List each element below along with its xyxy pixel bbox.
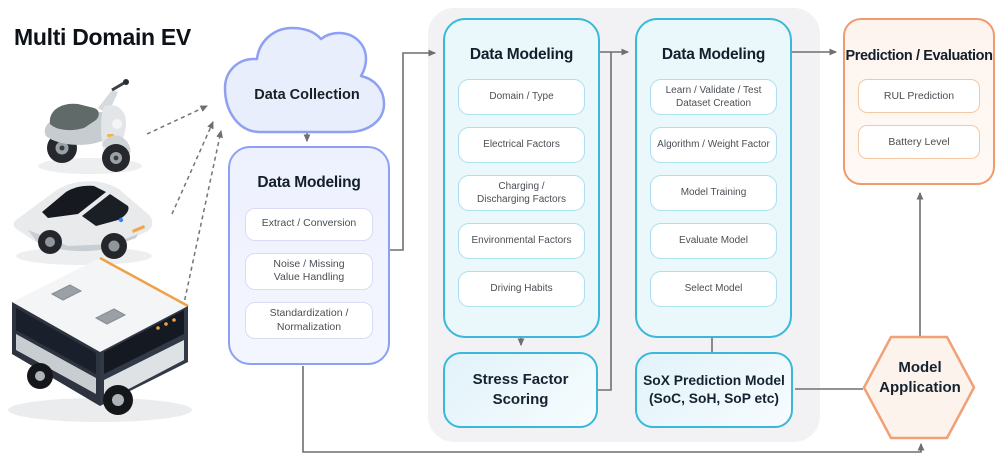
preprocess-steps: Extract / Conversion Noise / Missing Val… (245, 207, 373, 340)
step-extract-conversion: Extract / Conversion (245, 207, 373, 241)
node-stress-factor-scoring: Stress Factor Scoring (443, 352, 598, 428)
data-collection-label: Data Collection (254, 87, 360, 103)
node-sox-prediction-model: SoX Prediction Model (SoC, SoH, SoP etc) (635, 352, 793, 428)
output-battery-level: Battery Level (858, 125, 980, 160)
step-driving-habits: Driving Habits (458, 270, 585, 307)
step-select-model: Select Model (650, 270, 777, 307)
feature-modeling-steps: Domain / Type Electrical Factors Chargin… (458, 78, 585, 307)
node-prediction-evaluation: Prediction / Evaluation RUL Prediction B… (843, 18, 995, 185)
dashed-arrow-car-to-collection (171, 120, 214, 215)
page-title: Multi Domain EV (14, 24, 191, 50)
training-modeling-title: Data Modeling (661, 46, 766, 63)
step-environmental-factors: Environmental Factors (458, 222, 585, 259)
step-noise-missing-handling: Noise / Missing Value Handling (245, 252, 373, 290)
step-standardization-normalization: Standardization / Normalization (245, 301, 373, 340)
step-electrical-factors: Electrical Factors (458, 126, 585, 163)
electric-car-illustration (13, 181, 153, 265)
electric-bus-illustration (8, 256, 192, 422)
step-model-training: Model Training (650, 174, 777, 211)
node-data-modeling-preprocess: Data Modeling Extract / Conversion Noise… (228, 146, 390, 365)
prediction-outputs: RUL Prediction Battery Level (858, 79, 980, 160)
training-modeling-steps: Learn / Validate / Test Dataset Creation… (650, 78, 777, 307)
node-data-modeling-training: Data Modeling Learn / Validate / Test Da… (635, 18, 792, 338)
model-application-label: Model Application (879, 359, 961, 396)
dashed-arrow-scooter-to-collection (146, 105, 208, 135)
output-rul-prediction: RUL Prediction (858, 79, 980, 114)
preprocess-title: Data Modeling (257, 174, 361, 191)
step-evaluate-model: Evaluate Model (650, 222, 777, 259)
step-charging-discharging-factors: Charging / Discharging Factors (458, 174, 585, 211)
step-dataset-creation: Learn / Validate / Test Dataset Creation (650, 78, 777, 115)
step-algorithm-weight-factor: Algorithm / Weight Factor (650, 126, 777, 163)
feature-modeling-title: Data Modeling (469, 46, 574, 63)
electric-scooter-illustration (38, 79, 142, 174)
step-domain-type: Domain / Type (458, 78, 585, 115)
prediction-title: Prediction / Evaluation (845, 48, 993, 64)
node-data-modeling-features: Data Modeling Domain / Type Electrical F… (443, 18, 600, 338)
data-collection-cloud (223, 26, 386, 134)
